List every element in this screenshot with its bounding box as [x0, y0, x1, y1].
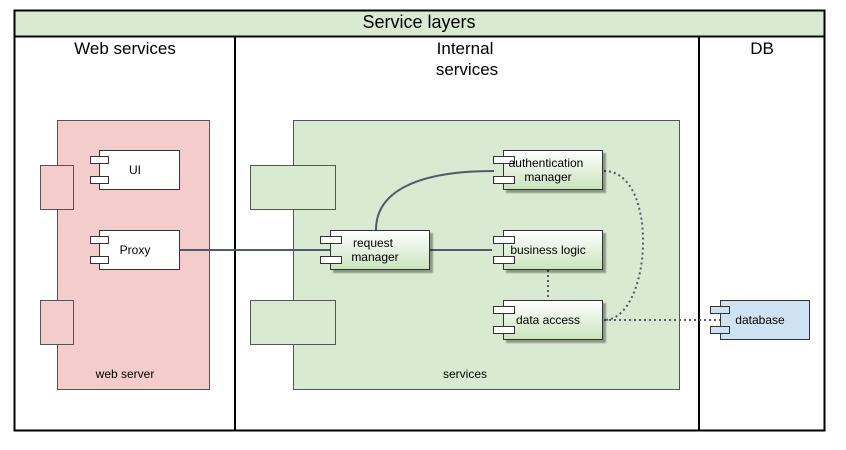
pool-header — [13, 9, 826, 38]
lane-title-internal-line2: services — [436, 60, 498, 79]
authentication-manager-label-line1: authentication — [509, 156, 584, 170]
authentication-manager-label-line2: manager — [524, 170, 571, 184]
authentication-manager-tab-bottom — [493, 176, 515, 184]
lane-title-internal-line1: Internal — [437, 39, 494, 58]
authentication-manager-tab-top — [493, 156, 515, 164]
lane-title-web: Web services — [74, 39, 176, 58]
connectors — [180, 170, 720, 321]
lane-title-db: DB — [750, 39, 774, 58]
authentication-manager-component: authentication manager — [493, 150, 603, 190]
proxy-component-label: Proxy — [120, 243, 151, 257]
database-tab-top — [710, 306, 730, 314]
business-logic-label: business logic — [510, 243, 585, 257]
business-logic-tab-bottom — [493, 256, 515, 264]
proxy-component-tab-top — [90, 236, 109, 244]
services-port-bottom — [250, 300, 336, 345]
database-component: database — [710, 300, 810, 340]
request-manager-label-line2: manager — [351, 250, 398, 264]
business-logic-component: business logic — [493, 230, 603, 270]
business-logic-tab-top — [493, 236, 515, 244]
pool-title: Service layers — [362, 12, 475, 32]
request-manager-tab-bottom — [320, 256, 342, 264]
request-manager-label-line1: request — [353, 236, 394, 250]
services-label: services — [443, 367, 487, 381]
services-container: services — [250, 120, 680, 390]
data-access-tab-bottom — [493, 326, 515, 334]
ui-component-tab-bottom — [90, 176, 109, 184]
data-access-label: data access — [516, 313, 580, 327]
database-tab-bottom — [710, 326, 730, 334]
web-server-port-top — [40, 165, 74, 210]
data-access-tab-top — [493, 306, 515, 314]
ui-component-label: UI — [129, 163, 141, 177]
request-manager-tab-top — [320, 236, 342, 244]
ui-component-tab-top — [90, 156, 109, 164]
ui-component: UI — [90, 150, 180, 190]
request-manager-to-auth-connector — [375, 170, 495, 231]
services-port-top — [250, 165, 336, 210]
request-manager-component: request manager — [320, 230, 430, 270]
proxy-component: Proxy — [90, 230, 180, 270]
web-server-port-bottom — [40, 300, 74, 345]
web-server-label: web server — [95, 367, 155, 381]
proxy-component-tab-bottom — [90, 256, 109, 264]
database-label: database — [735, 313, 785, 327]
data-access-component: data access — [493, 300, 603, 340]
auth-to-data-access-connector — [603, 170, 644, 321]
